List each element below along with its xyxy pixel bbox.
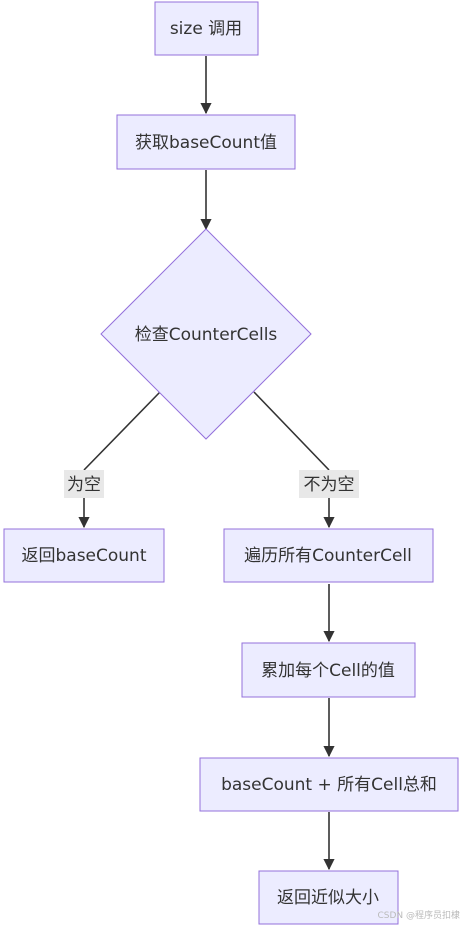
node-return-approx-label: 返回近似大小 xyxy=(277,888,379,908)
node-accumulate-cells-label: 累加每个Cell的值 xyxy=(261,661,395,681)
watermark: CSDN @程序员扣棣 xyxy=(377,909,460,921)
edge-check-to-notempty-label xyxy=(253,391,330,471)
node-check-counter-cells: 检查CounterCells xyxy=(100,228,312,440)
node-return-base-count: 返回baseCount xyxy=(3,528,165,583)
node-return-base-count-label: 返回baseCount xyxy=(21,546,146,566)
edge-check-to-empty-label xyxy=(83,391,161,471)
node-sum-label: baseCount + 所有Cell总和 xyxy=(221,775,437,795)
node-return-approx: 返回近似大小 xyxy=(258,870,399,925)
node-get-base-count: 获取baseCount值 xyxy=(116,114,296,170)
node-accumulate-cells: 累加每个Cell的值 xyxy=(241,642,416,698)
node-get-base-count-label: 获取baseCount值 xyxy=(135,133,277,153)
node-size-call: size 调用 xyxy=(154,1,259,56)
edge-label-not-empty-text: 不为空 xyxy=(304,475,355,495)
edge-label-empty: 为空 xyxy=(64,470,104,498)
edge-label-not-empty: 不为空 xyxy=(299,470,359,498)
edge-label-empty-text: 为空 xyxy=(67,475,101,495)
node-iterate-counter-cells-label: 遍历所有CounterCell xyxy=(244,546,412,566)
node-sum: baseCount + 所有Cell总和 xyxy=(199,757,459,812)
node-check-counter-cells-label: 检查CounterCells xyxy=(135,325,278,345)
node-size-call-label: size 调用 xyxy=(170,19,242,39)
node-iterate-counter-cells: 遍历所有CounterCell xyxy=(223,528,434,583)
